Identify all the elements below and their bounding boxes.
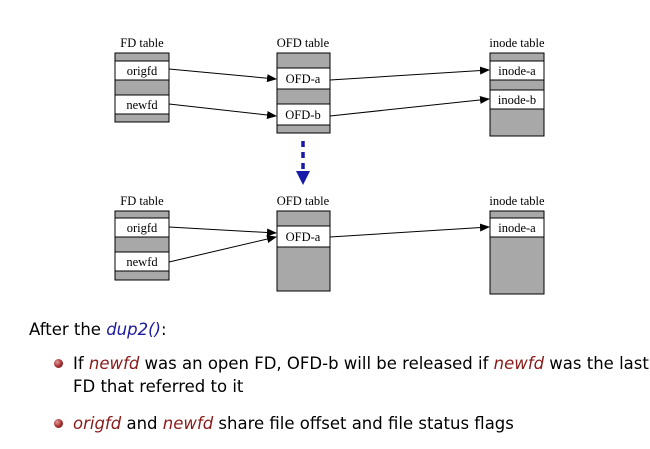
caption-prefix: After the [29, 320, 107, 339]
ofd-cell-b [276, 103, 331, 126]
inode-entry-a: inode-a [498, 64, 536, 78]
arrow-origfd-to-ofd-a-after [168, 226, 277, 237]
inode-entry-a-after: inode-a [498, 221, 536, 235]
fd-cell-origfd [114, 60, 170, 81]
ofd-entry-a-after: OFD-a [286, 230, 321, 244]
term-origfd: origfd [73, 414, 122, 433]
dup2-diagram: FD table origfd newfd OFD table OFD-a OF… [114, 36, 545, 295]
inode-table-after: inode-a [489, 210, 545, 295]
caption-call: dup2() [106, 320, 161, 339]
arrow-ofd-b-to-inode-b [329, 95, 490, 117]
arrow-origfd-to-ofd-a [168, 68, 277, 83]
caption-suffix: : [160, 320, 167, 339]
ofd-table-after: OFD-a [276, 210, 331, 292]
fd-entry-origfd-after: origfd [127, 221, 158, 235]
ofd-entry-b: OFD-b [285, 108, 320, 122]
inode-entry-b: inode-b [498, 93, 536, 107]
bullet-dot-icon [54, 419, 63, 428]
bullet-dot-icon [54, 359, 63, 368]
inode-cell-b [489, 89, 545, 110]
before-diagram: FD table origfd newfd OFD table OFD-a OF… [114, 36, 545, 137]
term-newfd: newfd [162, 414, 214, 433]
fd-table-title: FD table [120, 36, 164, 50]
arrow-newfd-to-ofd-b [168, 103, 277, 119]
after-diagram: FD table origfd newfd OFD table OFD-a in… [114, 194, 545, 295]
fd-entry-origfd: origfd [127, 64, 158, 78]
ofd-table-title-after: OFD table [277, 194, 330, 208]
fd-table-after: origfd newfd [114, 210, 170, 281]
arrow-ofd-a-to-inode-a-after [329, 223, 490, 238]
ofd-table: OFD-a OFD-b [276, 52, 331, 134]
transition-arrow [296, 141, 310, 185]
inode-table-title-after: inode table [489, 194, 545, 208]
fd-table-title-after: FD table [120, 194, 164, 208]
fd-entry-newfd: newfd [126, 98, 158, 112]
ofd-table-title: OFD table [277, 36, 330, 50]
inode-table: inode-a inode-b [489, 52, 545, 137]
inode-table-title: inode table [489, 36, 545, 50]
fd-table: origfd newfd [114, 52, 170, 123]
term-newfd: newfd [493, 354, 545, 373]
ofd-cell-a [276, 67, 331, 90]
caption: After the dup2(): [29, 320, 167, 339]
fd-entry-newfd-after: newfd [126, 255, 158, 269]
ofd-entry-a: OFD-a [286, 72, 321, 86]
term-newfd: newfd [88, 354, 140, 373]
arrow-ofd-a-to-inode-a [329, 66, 490, 81]
arrow-newfd-to-ofd-a-after [168, 235, 277, 263]
inode-cell-a [489, 60, 545, 81]
inode-cell-a-after [489, 217, 545, 238]
